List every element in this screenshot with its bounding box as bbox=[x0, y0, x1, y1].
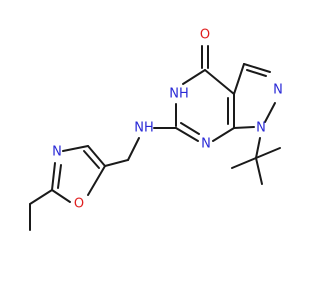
atom-n-pyrazole-2: N bbox=[273, 83, 283, 98]
atom-o-oxazole: O bbox=[74, 197, 84, 212]
bond-n1-c7a bbox=[233, 126, 255, 129]
bond-n1-ctbu bbox=[255, 137, 261, 159]
bond-n3-c2-double bbox=[57, 164, 62, 189]
bond-ctbu-me1 bbox=[231, 157, 257, 169]
bond-n2-n1 bbox=[264, 102, 276, 123]
bond-c2-o1 bbox=[51, 189, 71, 203]
bond-c6-n7-double bbox=[180, 122, 200, 135]
atom-nh-amine: NH bbox=[134, 121, 154, 136]
bond-ctbu-me3 bbox=[255, 157, 263, 185]
bond-c5-c4ox-double bbox=[83, 150, 100, 169]
bonds bbox=[29, 45, 281, 231]
bond-c3-n2-double bbox=[246, 69, 267, 77]
bond-c6-n7 bbox=[175, 127, 199, 142]
bond-c4ox-n3 bbox=[62, 145, 89, 152]
bond-c5-c4ox bbox=[87, 145, 106, 167]
molecule-diagram: O NH N N N NH N O bbox=[29, 28, 283, 231]
atom-n-pyrazole-1: N bbox=[256, 121, 266, 136]
bond-ctbu-me2 bbox=[255, 147, 281, 159]
bond-o1-c5 bbox=[87, 165, 106, 196]
bond-n7-c7a bbox=[212, 127, 235, 142]
bond-nh-ch2 bbox=[127, 137, 140, 161]
molecule-structure: O NH N N N NH N O bbox=[29, 28, 283, 231]
atom-nh-ring: NH bbox=[169, 87, 189, 102]
atom-n-pyrimidine-3: N bbox=[201, 137, 211, 152]
bond-c4-n5 bbox=[182, 69, 206, 85]
bond-n3-c2 bbox=[51, 162, 56, 191]
atom-labels: O NH N N N NH N O bbox=[52, 28, 283, 212]
bond-c3-n2 bbox=[243, 63, 271, 73]
bond-c2-ch2 bbox=[29, 189, 53, 205]
bond-ch2-c5 bbox=[104, 159, 129, 167]
atom-n-oxazole: N bbox=[52, 145, 62, 160]
bond-c3a-c3 bbox=[233, 63, 245, 95]
bond-c3a-c4 bbox=[204, 69, 235, 95]
atom-o-carbonyl: O bbox=[200, 28, 210, 43]
